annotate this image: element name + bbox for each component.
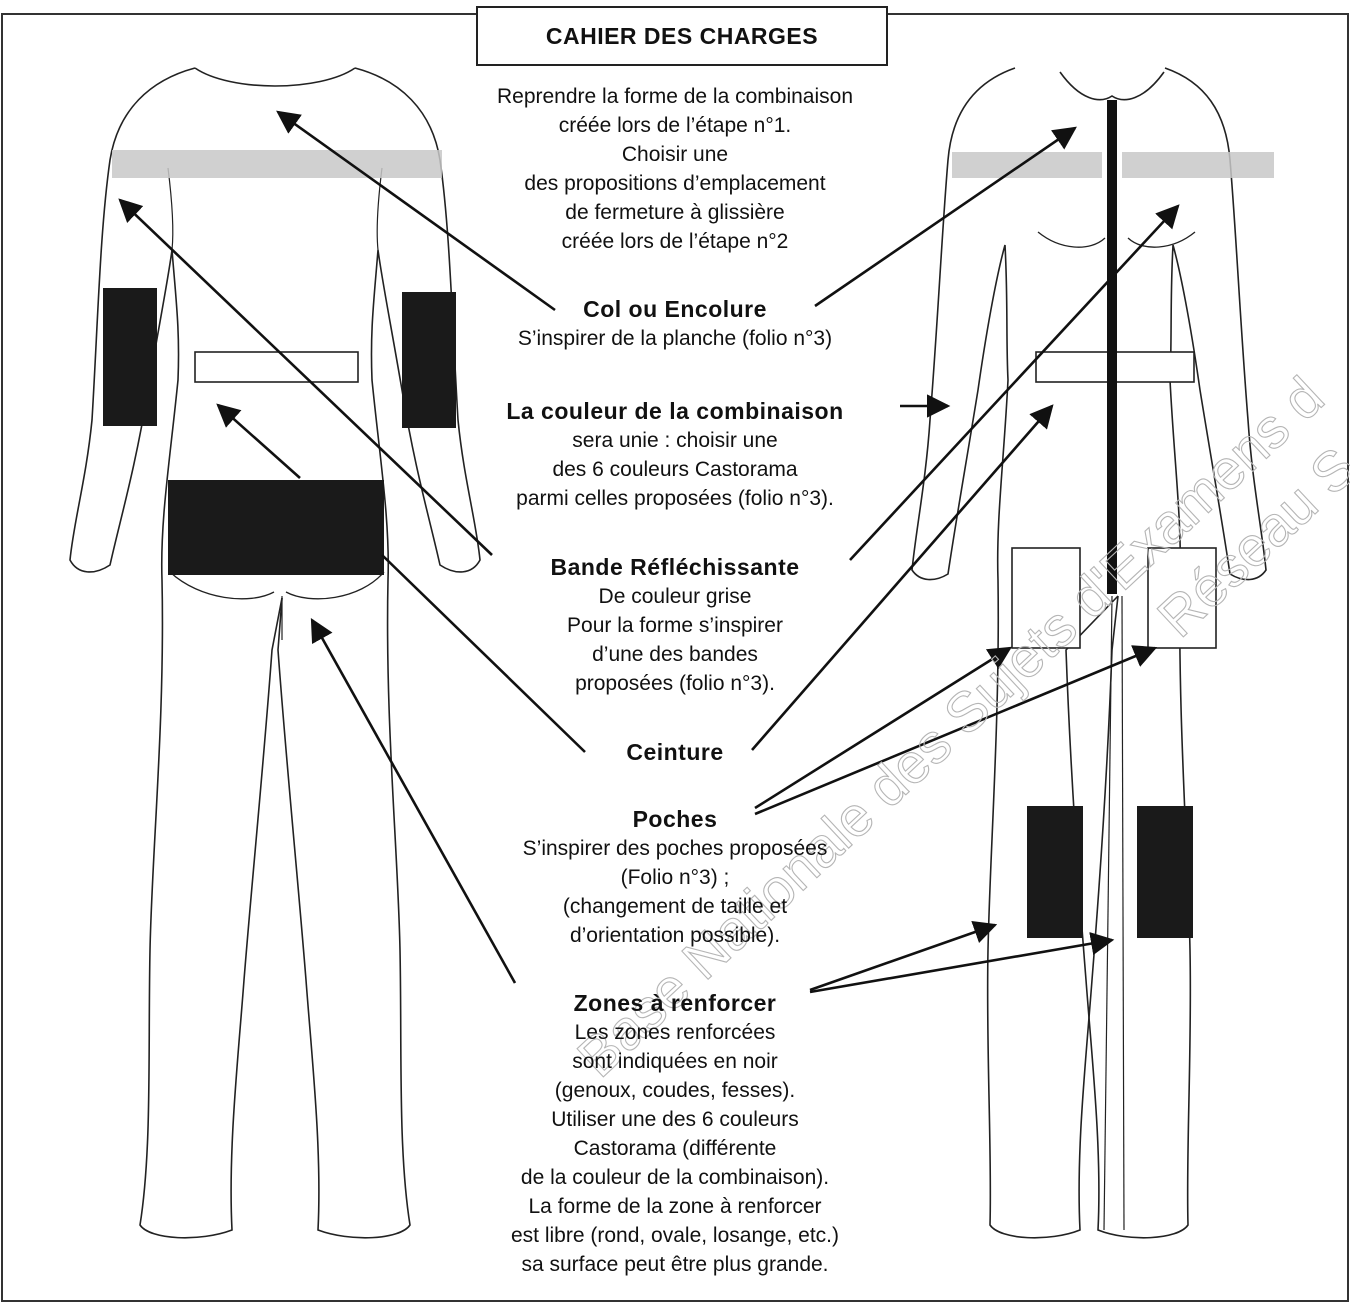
intro-line: Reprendre la forme de la combinaison <box>496 85 854 108</box>
section-zones: Zones à renforcer Les zones renforcées s… <box>375 988 975 1279</box>
back-left-elbow-patch <box>103 288 157 426</box>
zipper <box>1107 100 1117 594</box>
section-heading: Zones à renforcer <box>573 990 777 1016</box>
front-outline-left <box>911 67 1119 1239</box>
section-heading: Poches <box>632 806 718 832</box>
arrow-band-back <box>118 198 493 556</box>
front-right-knee-patch <box>1137 806 1193 938</box>
arrow-band-front <box>849 204 1180 561</box>
arrow-col-back <box>276 110 556 312</box>
section-line: d’une des bandes <box>592 643 758 666</box>
intro-line: Choisir une <box>621 143 729 166</box>
section-line: de la couleur de la combinaison). <box>520 1166 830 1189</box>
arrow-belt-back <box>216 403 301 479</box>
buttocks-curve <box>169 571 385 600</box>
arrow-col-front <box>814 126 1077 308</box>
section-line: Castorama (différente <box>573 1137 777 1160</box>
back-outline-right <box>277 67 481 1239</box>
section-heading: La couleur de la combinaison <box>506 398 844 424</box>
section-line: proposées (folio n°3). <box>575 672 775 695</box>
section-line: De couleur grise <box>598 585 752 608</box>
section-line: Les zones renforcées <box>574 1021 776 1044</box>
front-left-knee-patch <box>1027 806 1083 938</box>
section-line: La forme de la zone à renforcer <box>528 1195 822 1218</box>
arrow-pocket-left <box>754 646 1012 810</box>
intro-line: de fermeture à glissière <box>565 201 785 224</box>
back-reflective-band <box>112 150 442 178</box>
section-bande: Bande Réfléchissante De couleur grise Po… <box>375 552 975 698</box>
front-left-pocket <box>1011 547 1081 649</box>
section-heading: Col ou Encolure <box>583 296 767 322</box>
back-neckline <box>194 67 356 87</box>
section-heading: Ceinture <box>626 739 724 765</box>
section-line: Pour la forme s’inspirer <box>567 614 783 637</box>
section-heading: Bande Réfléchissante <box>550 554 800 580</box>
section-line: S’inspirer de la planche (folio n°3) <box>517 327 833 350</box>
front-right-pocket <box>1147 547 1217 649</box>
section-line: sa surface peut être plus grande. <box>521 1253 829 1276</box>
front-neckline <box>1059 71 1165 101</box>
title-box: CAHIER DES CHARGES <box>476 6 888 66</box>
section-line: (genoux, coudes, fesses). <box>554 1079 796 1102</box>
front-outline-right <box>1065 67 1267 1239</box>
intro-line: créée lors de l’étape n°2 <box>561 230 789 253</box>
pointer-arrows <box>118 110 1180 994</box>
section-line: S’inspirer des poches proposées <box>522 837 828 860</box>
intro-block: Reprendre la forme de la combinaison cré… <box>375 82 975 256</box>
section-ceinture: Ceinture <box>375 737 975 767</box>
page-title: CAHIER DES CHARGES <box>545 22 819 49</box>
section-line: Utiliser une des 6 couleurs <box>551 1108 799 1131</box>
section-col: Col ou Encolure S’inspirer de la planche… <box>375 294 975 353</box>
back-belt <box>194 351 359 383</box>
front-reflective-band-left <box>952 152 1102 178</box>
back-seat-patch <box>168 480 384 575</box>
arrow-zone-front <box>809 932 1115 994</box>
section-line: (changement de taille et <box>562 895 788 918</box>
arrow-zone-back <box>310 617 517 984</box>
back-right-elbow-patch <box>402 292 456 428</box>
arrow-zone-knee <box>809 920 998 992</box>
section-poches: Poches S’inspirer des poches proposées (… <box>375 804 975 950</box>
section-line: sont indiquées en noir <box>572 1050 778 1073</box>
section-line: d’orientation possible). <box>569 924 781 947</box>
arrow-pocket-right <box>754 645 1158 816</box>
back-outline-left <box>69 67 283 1239</box>
section-line: sera unie : choisir une <box>572 429 778 452</box>
section-couleur: La couleur de la combinaison sera unie :… <box>375 396 975 513</box>
section-line: (Folio n°3) ; <box>620 866 730 889</box>
section-line: est libre (rond, ovale, losange, etc.) <box>510 1224 839 1247</box>
section-line: des 6 couleurs Castorama <box>552 458 798 481</box>
arrow-belt-front <box>751 404 1054 751</box>
intro-line: des propositions d’emplacement <box>524 172 826 195</box>
section-line: parmi celles proposées (folio n°3). <box>516 487 834 510</box>
intro-line: créée lors de l’étape n°1. <box>558 114 792 137</box>
suit-front-view <box>911 67 1267 1239</box>
arrow-belt-back-line <box>381 554 586 753</box>
chest-curves <box>1037 231 1196 248</box>
front-reflective-band-right <box>1122 152 1274 178</box>
